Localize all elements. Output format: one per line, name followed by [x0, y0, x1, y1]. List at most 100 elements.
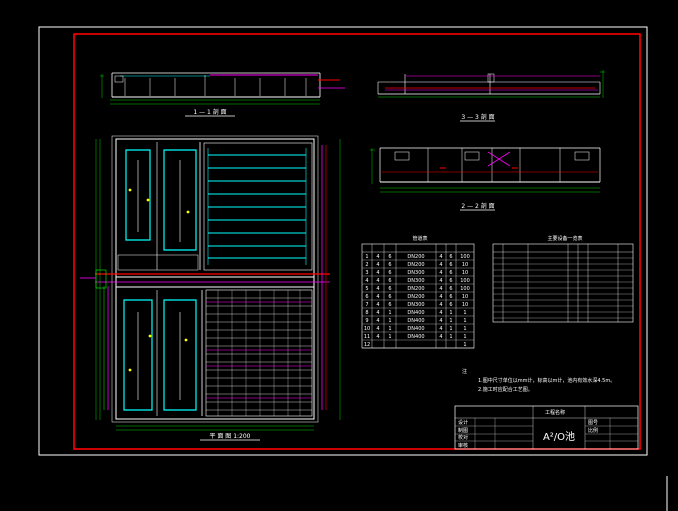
outer-frame — [38, 26, 648, 456]
pipe-table-cell: 4 — [376, 278, 379, 284]
pipe-table-cell: 9 — [365, 318, 368, 324]
equipment-table-title: 主要设备一览表 — [547, 235, 582, 242]
tb-cell-drawno: 图号 — [588, 420, 598, 426]
pipe-table-cell: 4 — [439, 278, 442, 284]
pipe-table-cell: 1 — [388, 334, 391, 340]
pipe-table-cell: 10 — [462, 294, 468, 300]
section-3-3: 3 — 3 剖 面 — [377, 70, 605, 122]
pipe-table-cell: 4 — [376, 318, 379, 324]
pipe-table-cell: 5 — [365, 286, 368, 292]
pipe-table-cell: 11 — [364, 334, 370, 340]
pipe-table-cell: 4 — [439, 310, 442, 316]
plan-title: 平 面 图 1:200 — [209, 433, 250, 440]
tb-cell-approve: 审核 — [458, 442, 468, 449]
pipe-table-cell: 1 — [449, 334, 452, 340]
notes: 注 1.图中尺寸单位以mm计，标高以m计，池内有效水深4.5m。 2.施工时应配… — [462, 368, 615, 393]
pipe-table-cell: 4 — [376, 310, 379, 316]
pipe-table-cell: DN400 — [407, 310, 424, 316]
pipe-table-cell: 6 — [388, 302, 391, 308]
pipe-table-cell: 4 — [376, 334, 379, 340]
pipe-table-cell: 1 — [463, 310, 466, 316]
section-3-3-title: 3 — 3 剖 面 — [461, 113, 494, 121]
pipe-table-cell: 4 — [439, 254, 442, 260]
pipe-table-cell: 6 — [388, 270, 391, 276]
pipe-table-cell: 100 — [460, 254, 470, 260]
pipe-table-cell: 4 — [376, 254, 379, 260]
pipe-table-cell: 4 — [439, 270, 442, 276]
pipe-table-cell: 100 — [460, 286, 470, 292]
pipe-table-cell: 1 — [449, 326, 452, 332]
tb-cell-scale: 比例 — [588, 427, 598, 434]
note-line-2: 2.施工时应配合工艺图。 — [478, 386, 533, 393]
pipe-table-cell: 4 — [439, 334, 442, 340]
pipe-table-cell: 4 — [376, 262, 379, 268]
section-1-1-title: 1 — 1 剖 面 — [193, 108, 226, 116]
pipe-table-cell: 4 — [376, 326, 379, 332]
pipe-table-cell: 1 — [463, 342, 466, 348]
pipe-table-cell: 1 — [388, 326, 391, 332]
pipe-table-cell: 4 — [376, 302, 379, 308]
pipe-table-cell: 1 — [463, 318, 466, 324]
pipe-table-cell: DN200 — [407, 254, 424, 260]
pipe-table-cell: 4 — [439, 318, 442, 324]
tb-cell-design: 设计 — [458, 419, 468, 426]
pipe-table-cell: 6 — [449, 286, 452, 292]
pipe-table-cell: 1 — [449, 310, 452, 316]
pipe-table-cell: 6 — [449, 278, 452, 284]
pipe-table-cell: 1 — [463, 326, 466, 332]
tb-cell-check: 校对 — [458, 434, 468, 441]
pipe-table-cell: 10 — [462, 262, 468, 268]
pipe-table-title: 管道表 — [412, 235, 427, 242]
title-block-name: A²/O池 — [543, 430, 575, 443]
pipe-table-cell: 8 — [365, 310, 368, 316]
plan-view: 平 面 图 1:200 — [80, 135, 341, 441]
pipe-table-cell: 6 — [388, 254, 391, 260]
pipe-table-cell: 4 — [376, 286, 379, 292]
section-2-2: 2 — 2 剖 面 — [370, 147, 601, 211]
pipe-table-cell: 4 — [439, 302, 442, 308]
pipe-table-cell: 6 — [449, 270, 452, 276]
pipe-table-cell: 4 — [439, 294, 442, 300]
pipe-table-cell: 4 — [376, 270, 379, 276]
pipe-table-cell: 3 — [365, 270, 368, 276]
pipe-table-cell: DN400 — [407, 318, 424, 324]
note-line-1: 1.图中尺寸单位以mm计，标高以m计，池内有效水深4.5m。 — [478, 377, 615, 384]
pipe-table-cell: 1 — [463, 334, 466, 340]
pipe-table-cell: 6 — [388, 278, 391, 284]
pipe-table-cell: 4 — [365, 278, 368, 284]
pipe-table-cell: DN200 — [407, 286, 424, 292]
pipe-table-cell: 4 — [439, 262, 442, 268]
pipe-table-cell: 1 — [449, 318, 452, 324]
drawing-border — [73, 33, 641, 450]
pipe-table-cell: 4 — [439, 326, 442, 332]
section-2-2-title: 2 — 2 剖 面 — [461, 202, 494, 210]
pipe-table-cell: 6 — [388, 262, 391, 268]
pipe-table-cell: DN300 — [407, 270, 424, 276]
pipe-table-cell: DN300 — [407, 278, 424, 284]
pipe-table-cell: 4 — [439, 286, 442, 292]
title-block-header: 工程名称 — [545, 409, 565, 416]
pipe-table-cell: 6 — [449, 254, 452, 260]
pipe-table-cell: 1 — [388, 310, 391, 316]
pipe-table-cell: 7 — [365, 302, 368, 308]
pipe-table-cell: 12 — [364, 342, 370, 348]
title-block: 工程名称 A²/O池 设计 制图 校对 审核 图号 比例 — [454, 405, 639, 450]
section-1-1: 1 — 1 剖 面 — [100, 72, 345, 117]
pipe-table-cell: 6 — [449, 302, 452, 308]
pipe-table-cell: DN200 — [407, 294, 424, 300]
notes-marker: 注 — [462, 368, 467, 375]
tb-cell-draw: 制图 — [458, 427, 468, 434]
pipe-table-cell: DN300 — [407, 302, 424, 308]
pipe-table-cell: 100 — [460, 278, 470, 284]
pipe-table-cell: 1 — [365, 254, 368, 260]
pipe-table-cell: 1 — [388, 318, 391, 324]
pipe-table-cell: 10 — [462, 270, 468, 276]
equipment-table: 主要设备一览表 — [492, 235, 634, 323]
pipe-table-cell: DN400 — [407, 334, 424, 340]
pipe-table-cell: 10 — [364, 326, 370, 332]
pipe-table-cell: 6 — [449, 262, 452, 268]
